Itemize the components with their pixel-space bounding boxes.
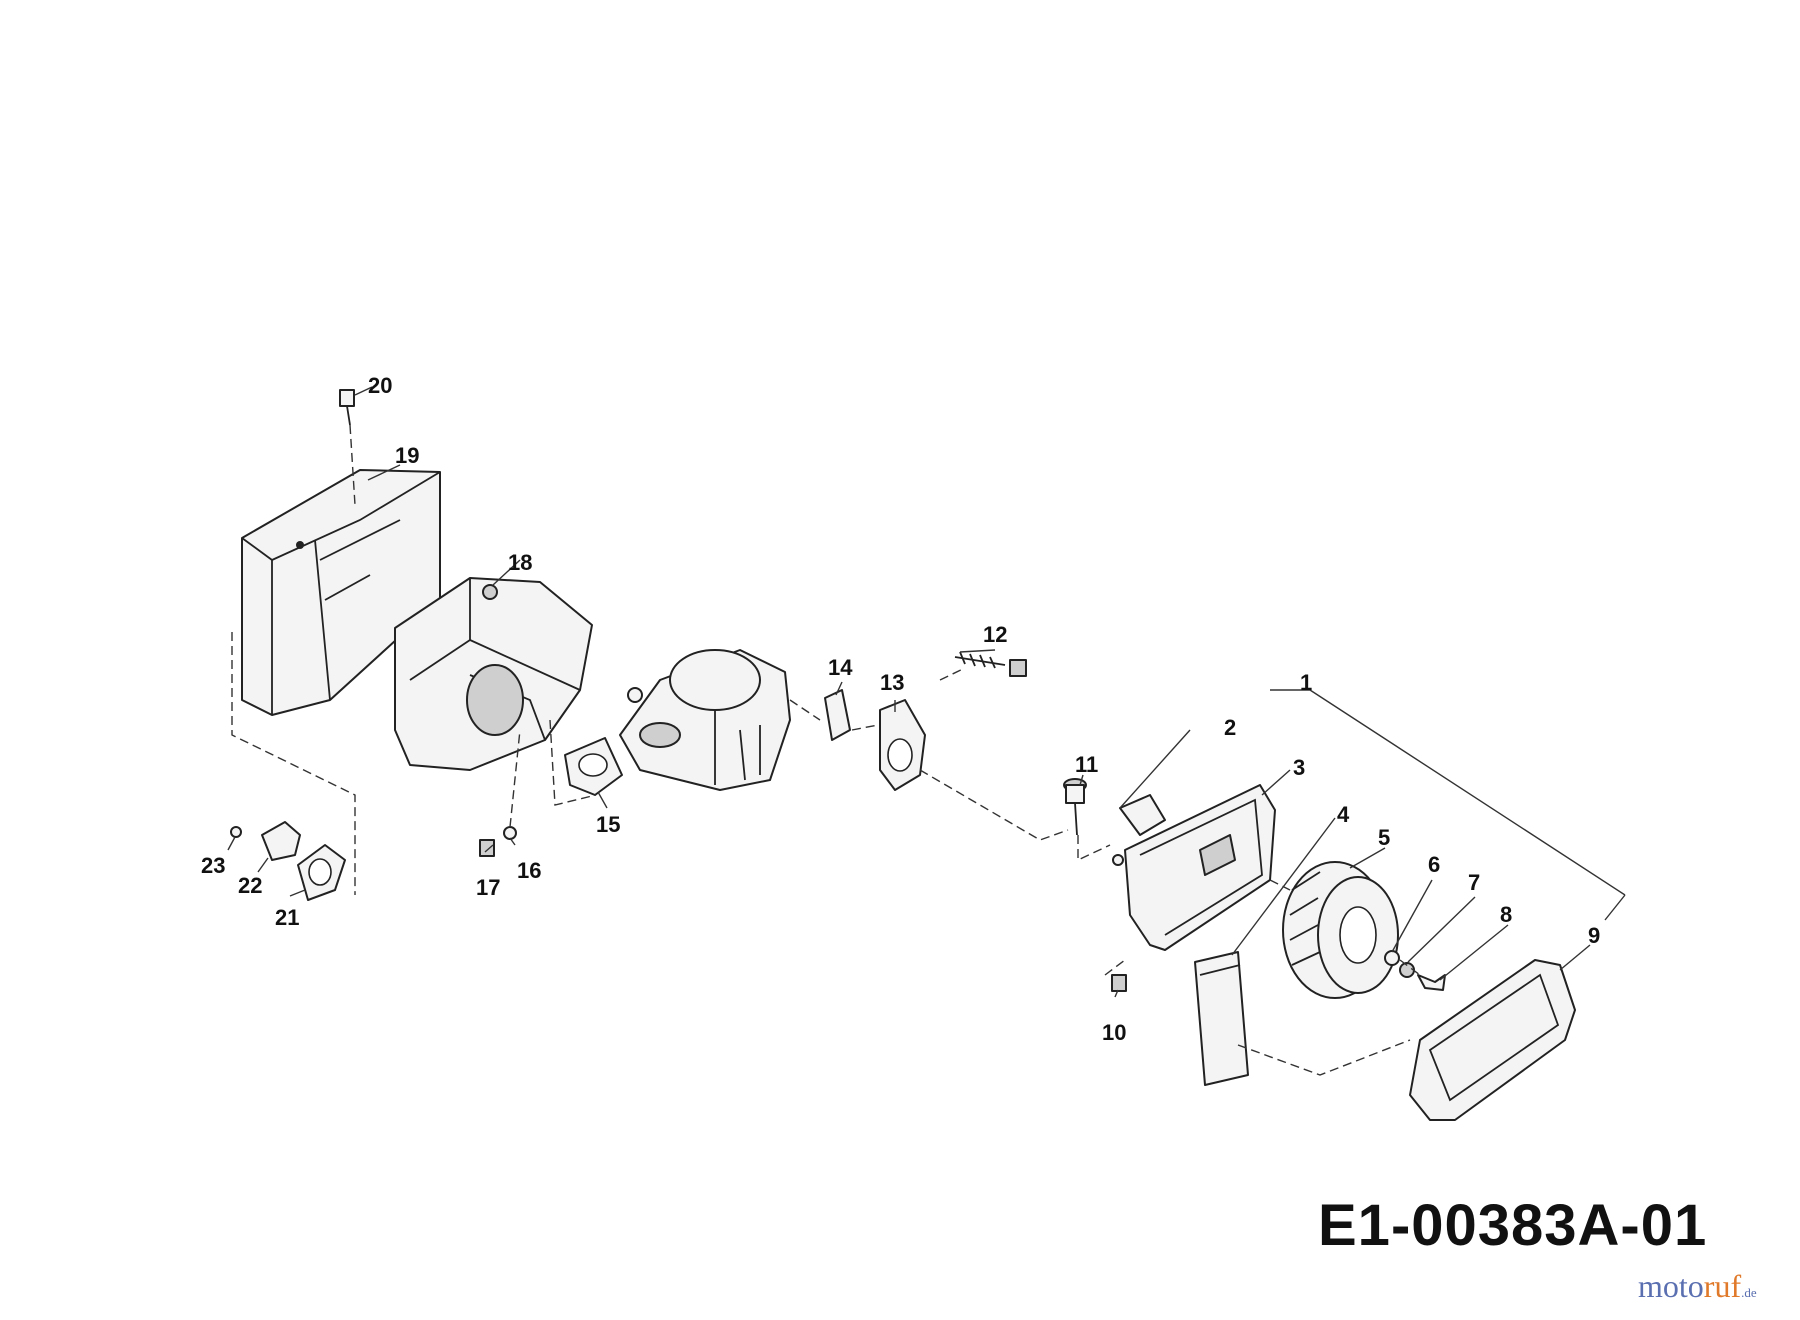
part-13-adaptor (879, 699, 926, 791)
part-12-screw (954, 651, 1027, 677)
assembly-lines (231, 632, 1421, 1076)
callout-4: 4 (1337, 802, 1350, 827)
diagram-reference-code: E1-00383A-01 (1318, 1193, 1708, 1258)
callout-21: 21 (275, 905, 299, 930)
part-5-paper-filter (1282, 861, 1399, 999)
part-21-gasket (297, 844, 346, 901)
callout-6: 6 (1428, 852, 1440, 877)
part-22-plate (261, 821, 301, 861)
part-16-washer (503, 729, 521, 840)
callout-8: 8 (1500, 902, 1512, 927)
brand-watermark: motoruf.de (1638, 1268, 1757, 1305)
callout-11: 11 (1075, 752, 1098, 777)
callout-10: 10 (1102, 1020, 1126, 1045)
carburetor-body (619, 649, 791, 791)
callout-15: 15 (596, 812, 620, 837)
part-15-gasket (564, 737, 623, 796)
part-8-wing-nut (1417, 974, 1446, 991)
callout-1: 1 (1300, 670, 1312, 695)
callout-18: 18 (508, 550, 532, 575)
part-2-gasket (1119, 794, 1166, 836)
part-3-air-cleaner-base (1112, 784, 1276, 951)
watermark-part1: moto (1638, 1268, 1704, 1304)
callout-23: 23 (201, 853, 225, 878)
part-19-muffler-cover (241, 469, 441, 716)
part-20-bolt (339, 389, 356, 506)
callout-16: 16 (517, 858, 541, 883)
watermark-suffix: .de (1741, 1285, 1757, 1300)
callout-2: 2 (1224, 715, 1236, 740)
part-11-stud (1063, 778, 1087, 836)
callout-12: 12 (983, 622, 1007, 647)
part-14-gasket (824, 689, 851, 741)
callout-7: 7 (1468, 870, 1480, 895)
part-6-seal (1384, 950, 1400, 966)
part-17-nut (479, 839, 495, 857)
callout-17: 17 (476, 875, 500, 900)
callout-13: 13 (880, 670, 904, 695)
part-9-air-cleaner-cover (1409, 959, 1576, 1121)
part-23-screw (230, 826, 242, 838)
leader-lines (227, 386, 1626, 998)
callout-labels: 1 2 3 4 5 6 7 8 9 10 11 12 13 14 15 16 1… (201, 373, 1600, 1045)
watermark-part2: ruf (1703, 1268, 1742, 1304)
callout-19: 19 (395, 443, 419, 468)
callout-20: 20 (368, 373, 392, 398)
part-18-muffler (394, 577, 593, 771)
part-4-foam-element (1194, 951, 1249, 1086)
callout-9: 9 (1588, 923, 1600, 948)
part-10-bolt (1104, 959, 1127, 992)
callout-3: 3 (1293, 755, 1305, 780)
callout-14: 14 (828, 655, 853, 680)
callout-5: 5 (1378, 825, 1390, 850)
callout-22: 22 (238, 873, 262, 898)
